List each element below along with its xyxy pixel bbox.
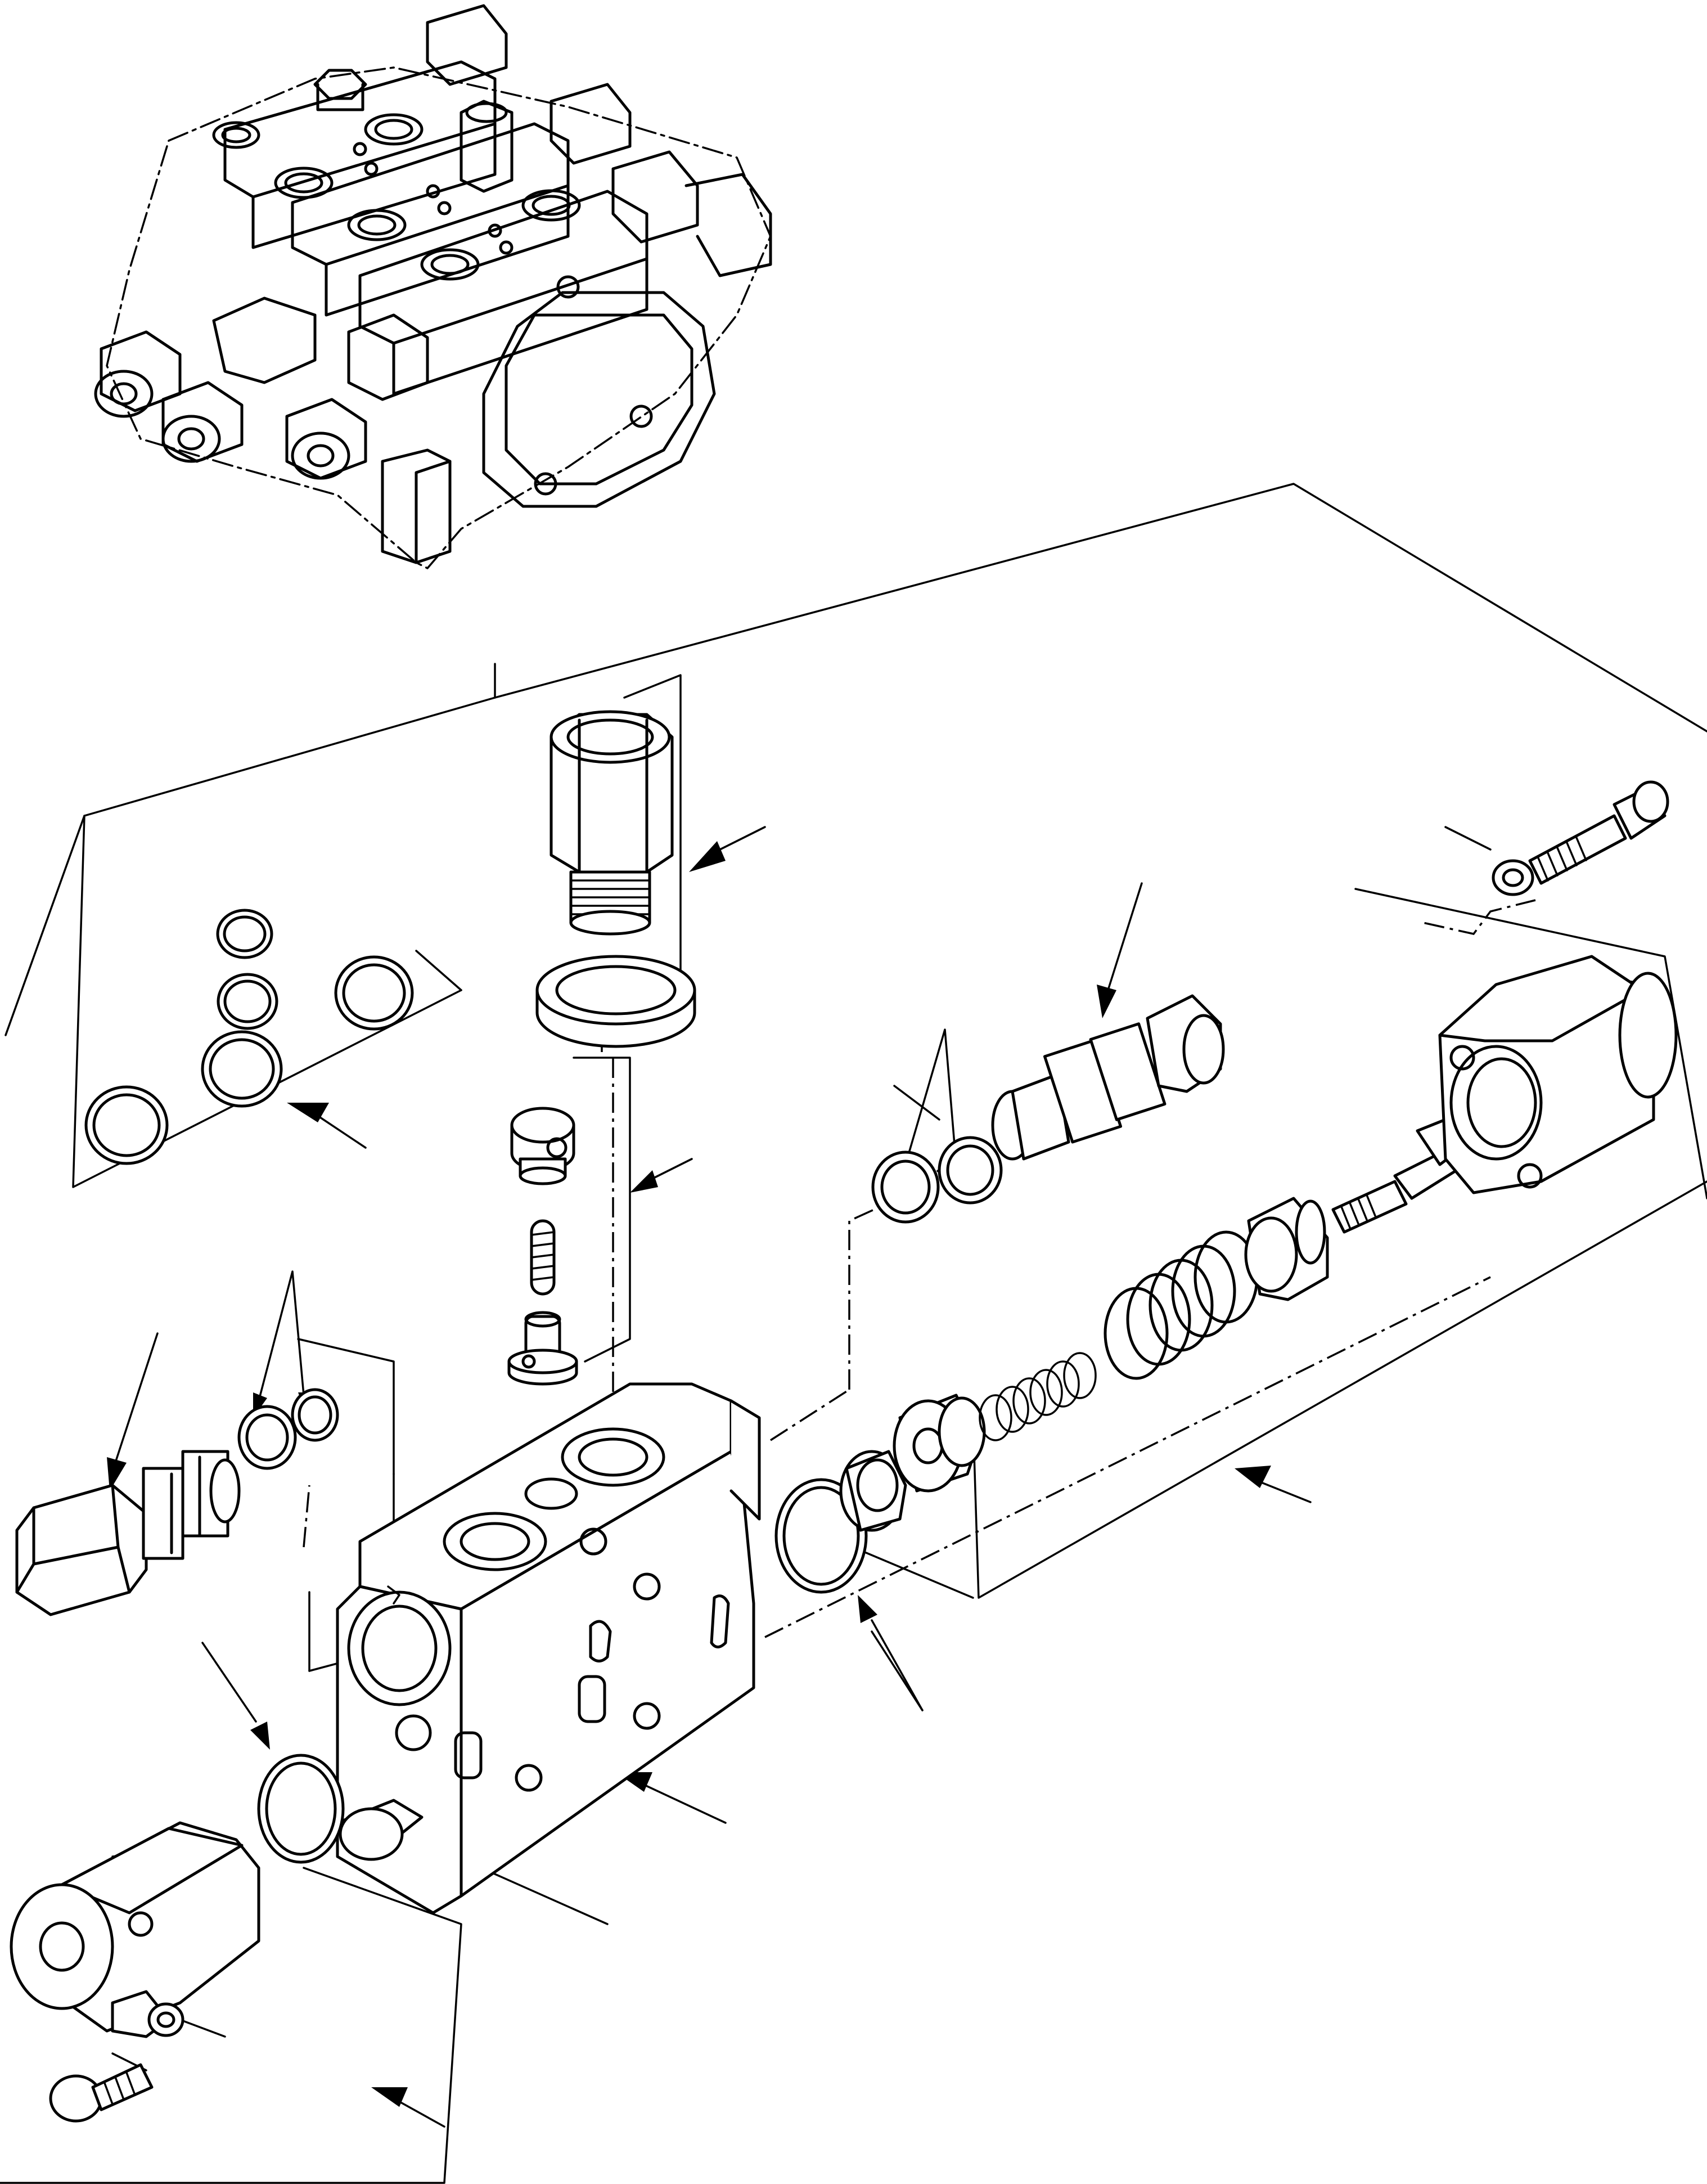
arrow-relief-right xyxy=(1097,882,1143,1018)
lock-washer xyxy=(1492,859,1534,896)
body-o-ring-left xyxy=(257,1754,345,1864)
callout-arrows xyxy=(107,826,1312,2128)
end-cap-right xyxy=(1438,955,1678,1194)
arrow-valve-body xyxy=(616,1772,727,1824)
valve-section-body xyxy=(336,1382,761,1915)
seal-washer xyxy=(535,955,696,1048)
cap-bolt-left xyxy=(49,2063,154,2123)
body-o-ring-right xyxy=(774,1478,868,1594)
spool-spring-outer xyxy=(1104,1230,1259,1380)
arrow-poppet xyxy=(630,1158,693,1193)
relief-valve-left xyxy=(15,1450,241,1616)
backup-rings-left xyxy=(237,1388,339,1470)
lock-washer-left xyxy=(147,2002,184,2037)
cap-bolt xyxy=(1528,780,1669,885)
backup-rings-right xyxy=(871,1136,1003,1224)
adapter-fitting xyxy=(550,710,674,936)
arrow-fitting xyxy=(689,826,766,872)
spool-end-bolt xyxy=(1331,1118,1464,1234)
spring-seat xyxy=(507,1311,578,1386)
arrow-spool-group xyxy=(1235,1466,1312,1503)
check-valve-poppet xyxy=(510,1107,575,1185)
spring-collar-right xyxy=(1244,1197,1329,1301)
valve-assembly-overview xyxy=(94,4,772,569)
arrow-o-ring-kit xyxy=(287,1103,367,1149)
poppet-spring xyxy=(530,1219,556,1296)
arrow-end-cap-left xyxy=(371,2087,445,2128)
relief-valve-right xyxy=(991,994,1225,1161)
arrow-body-o-ring-left xyxy=(201,1642,270,1750)
spool-retainer xyxy=(839,1450,907,1532)
spring-collar xyxy=(893,1394,986,1493)
spool-spring-inner xyxy=(979,1352,1097,1441)
end-cap-left xyxy=(10,1821,260,2038)
arrow-relief-left xyxy=(107,1332,159,1491)
arrow-body-o-ring-right xyxy=(858,1595,924,1711)
o-ring-kit xyxy=(84,909,414,1165)
callout-lines xyxy=(0,483,1707,2184)
